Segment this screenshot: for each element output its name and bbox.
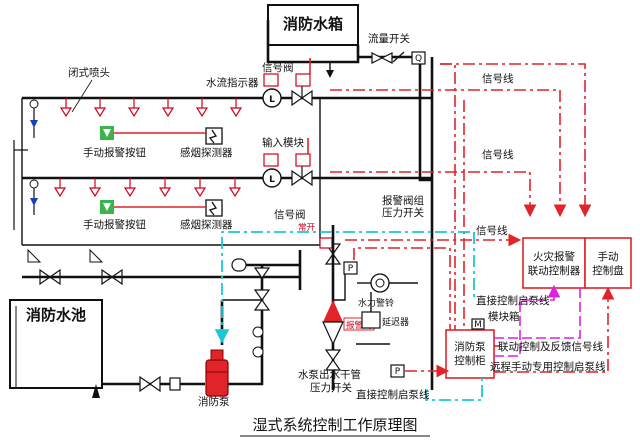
svg-text:消防泵: 消防泵 bbox=[454, 340, 486, 353]
module-box-icon bbox=[471, 318, 485, 330]
signal-line-1-label: 信号线 bbox=[482, 72, 514, 85]
check-valve-icon bbox=[371, 51, 405, 64]
manual-alarm-1-label: 手动报警按钮 bbox=[83, 146, 146, 159]
fire-pool: 消防水池 bbox=[9, 299, 103, 389]
smoke-detector-icon bbox=[205, 127, 223, 145]
main-pipe-pressure-switch-line1: 水泵出水干管 bbox=[298, 368, 361, 381]
flow-switch-box bbox=[411, 51, 426, 65]
svg-text:控制柜: 控制柜 bbox=[454, 354, 486, 367]
pressure-switch-letter: P bbox=[348, 264, 354, 274]
flow-indicator-icon bbox=[262, 88, 282, 108]
suction-valves bbox=[139, 375, 181, 393]
smoke-detector-1-label: 感烟探测器 bbox=[180, 146, 233, 159]
fire-tank: 消防水箱 bbox=[266, 4, 360, 64]
fire-alarm-controller-line2: 联动控制器 bbox=[528, 264, 581, 277]
pressure-switch-box bbox=[343, 261, 358, 275]
lower-signal-valve bbox=[324, 349, 342, 371]
module-box-letter: M bbox=[474, 320, 482, 330]
diagram-title: 湿式系统控制工作原理图 bbox=[240, 416, 430, 437]
alarm-valve-icon bbox=[322, 300, 344, 346]
flow-switch-label: 流量开关 bbox=[368, 32, 410, 45]
smoke-detector-2-label: 感烟探测器 bbox=[180, 218, 233, 231]
test-valve-group-2 bbox=[13, 140, 39, 230]
alarm-valve-label: 报警阀 bbox=[346, 320, 372, 331]
fire-pool-label: 消防水池 bbox=[26, 306, 86, 324]
remote-manual-line-label: 远程手动专用控制启泵线 bbox=[490, 360, 606, 373]
main-pressure-switch-box bbox=[390, 364, 405, 378]
float-valve-icon bbox=[326, 70, 334, 78]
fire-tank-label: 消防水箱 bbox=[283, 15, 343, 33]
main-pressure-switch-letter: P bbox=[395, 367, 401, 377]
signal-valve-icon-2 bbox=[291, 164, 313, 187]
smoke-detector-icon-2 bbox=[205, 199, 223, 217]
linkage-feedback-line-label: 联动控制及反馈信号线 bbox=[498, 340, 603, 353]
pump-outlet-valves bbox=[252, 267, 271, 358]
delay-device-icon bbox=[361, 311, 381, 329]
direct-start-line-2-label: 直接控制启泵线 bbox=[356, 388, 430, 401]
manual-alarm-button-icon-2 bbox=[100, 200, 114, 214]
test-valve-group-1 bbox=[29, 99, 39, 138]
drain-valves-left bbox=[27, 248, 123, 286]
flow-switch-letter: Q bbox=[415, 54, 422, 64]
sprinkler-heads-row2 bbox=[53, 178, 242, 198]
fire-alarm-controller-line1: 火灾报警 bbox=[533, 250, 575, 263]
fire-alarm-controller: 火灾报警 联动控制器 bbox=[522, 237, 586, 289]
sprinkler-heads-row1 bbox=[59, 98, 243, 118]
svg-text:L: L bbox=[269, 95, 275, 105]
pressure-switch-1-label: 压力开关 bbox=[382, 206, 424, 219]
module-box-label: 模块箱 bbox=[488, 310, 520, 323]
signal-line-3-label: 信号线 bbox=[476, 224, 508, 237]
water-bell-label: 水力警铃 bbox=[358, 297, 394, 309]
signal-line-2-label: 信号线 bbox=[482, 148, 514, 161]
diagram-title-text: 湿式系统控制工作原理图 bbox=[252, 416, 417, 434]
closed-sprinkler-label: 闭式喷头 bbox=[68, 66, 110, 79]
fire-pump-icon bbox=[205, 349, 229, 397]
main-pipe-pressure-switch-line2: 压力开关 bbox=[310, 381, 352, 394]
flow-indicator-icon-2 bbox=[262, 168, 282, 188]
input-module-label: 输入模块 bbox=[262, 136, 304, 149]
direct-start-line-1-label: 直接控制启泵线 bbox=[476, 294, 550, 307]
manual-alarm-2-label: 手动报警按钮 bbox=[83, 218, 146, 231]
flow-meter-icon bbox=[231, 258, 247, 272]
signal-valve-icon bbox=[291, 84, 313, 107]
alarm-valve-signal-valve bbox=[319, 237, 342, 265]
water-flow-indicator-label: 水流指示器 bbox=[206, 76, 259, 89]
svg-text:L: L bbox=[269, 175, 275, 185]
delay-device-label: 延迟器 bbox=[382, 316, 409, 328]
normally-open-label: 常开 bbox=[298, 222, 316, 233]
manual-control-panel: 手动 控制盘 bbox=[584, 237, 632, 289]
svg-text:控制盘: 控制盘 bbox=[592, 264, 624, 277]
fire-pump-label: 消防泵 bbox=[198, 395, 230, 408]
manual-alarm-button-icon bbox=[100, 126, 114, 140]
pump-control-cabinet: 消防泵 控制柜 bbox=[445, 329, 495, 379]
signal-valve-mid-label: 信号阀 bbox=[274, 208, 306, 221]
alarm-valve-group-label: 报警阀组 bbox=[382, 194, 424, 207]
signal-valve-top-label: 信号阀 bbox=[262, 61, 294, 74]
svg-text:手动: 手动 bbox=[598, 250, 619, 263]
